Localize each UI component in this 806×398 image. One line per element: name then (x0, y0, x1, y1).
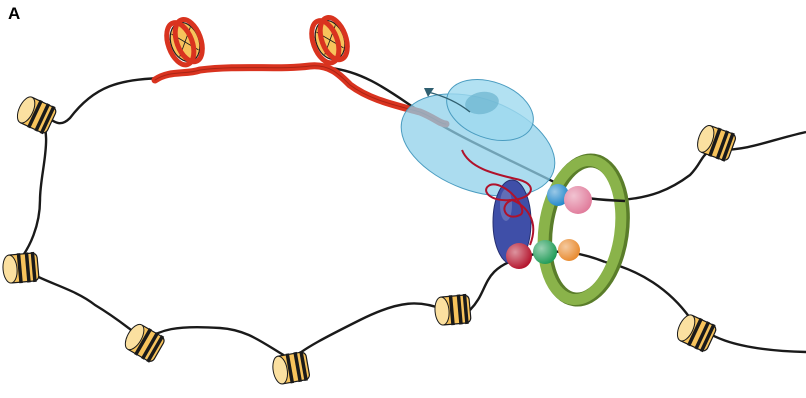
red-nucleosome-1 (162, 16, 208, 69)
nucleosome-icon (434, 294, 471, 327)
bead-red (506, 243, 532, 269)
nucleosome-icon (13, 93, 57, 135)
nucleosome-icon (271, 350, 311, 386)
red-nucleosome-2 (307, 14, 353, 67)
bead-green (533, 240, 557, 264)
nucleosome-icon (2, 252, 39, 285)
red-fiber (155, 66, 446, 124)
nucleosome-icon (673, 311, 717, 353)
transcribed-chromatin (155, 66, 446, 124)
dna-loop-left (18, 78, 445, 360)
bead-orange (558, 239, 580, 261)
nucleosome-icon (694, 122, 737, 162)
bead-pink (564, 186, 592, 214)
polymerase (387, 68, 569, 215)
